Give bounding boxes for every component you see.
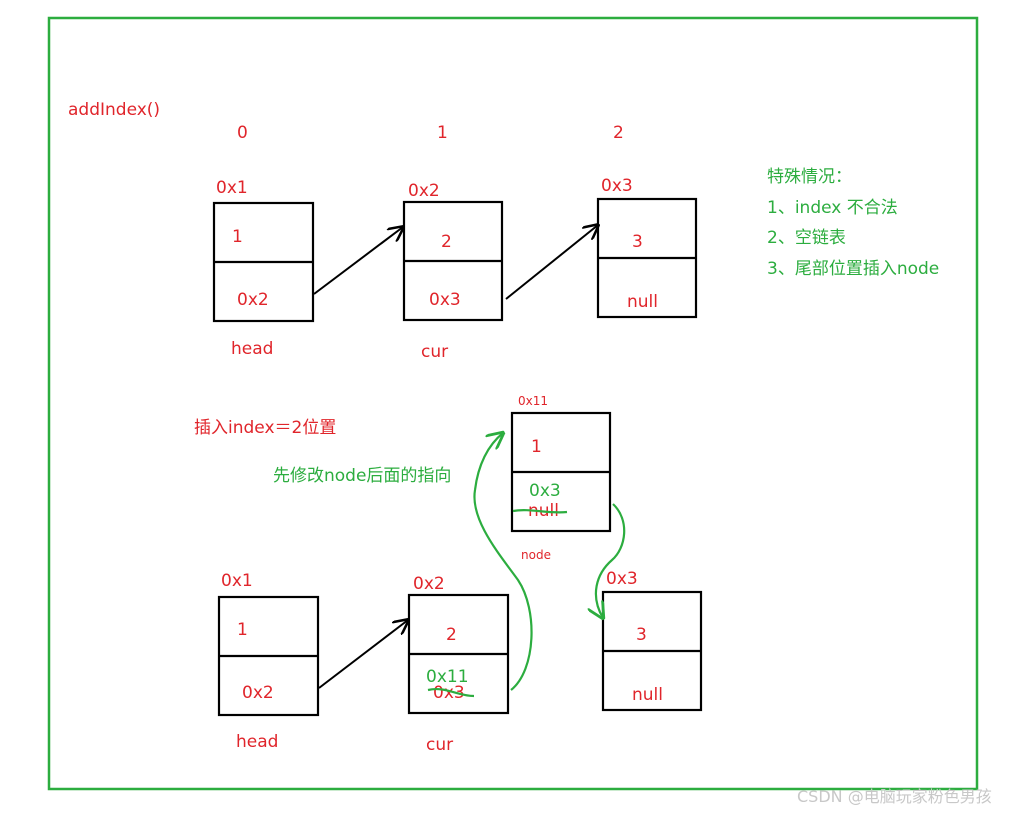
special-item-2: 2、空链表 [767,228,846,248]
bottom-node-3-next: null [632,685,663,705]
bottom-node-3: 0x3 3 null [601,569,703,712]
modify-label: 先修改node后面的指向 [273,466,451,486]
bottom-node-1-addr: 0x1 [221,571,253,591]
top-node-1-val: 1 [232,227,243,247]
top-node-1: 0x1 1 0x2 head [212,178,315,359]
new-node-addr: 0x11 [518,394,548,408]
bottom-node-2: 0x2 2 0x11 0x3 cur [407,574,510,755]
new-node-val: 1 [531,437,542,457]
bottom-node-1-caption: head [236,732,278,752]
top-arrow-1-to-2 [313,227,403,295]
top-node-2-addr: 0x2 [408,181,440,201]
top-node-1-caption: head [231,339,273,359]
bottom-node-2-addr: 0x2 [413,574,445,594]
bottom-node-3-addr: 0x3 [606,569,638,589]
bottom-arrow-1-to-2 [318,620,408,689]
func-label: addIndex() [68,100,160,120]
top-node-3-addr: 0x3 [601,176,633,196]
insert-label: 插入index＝2位置 [194,418,336,438]
new-node-next-new: 0x3 [529,481,561,501]
bottom-node-3-val: 3 [636,625,647,645]
new-node-caption: node [521,548,551,562]
watermark: CSDN @电脑玩家粉色男孩 [797,787,992,806]
bottom-node-2-next-new: 0x11 [426,667,469,687]
index-label-1: 1 [437,123,448,143]
top-node-3: 0x3 3 null [596,176,698,319]
index-label-2: 2 [613,123,624,143]
green-arrow-cur-to-node [473,433,533,691]
bottom-node-1-val: 1 [237,620,248,640]
bottom-node-2-caption: cur [426,735,453,755]
bottom-node-2-val: 2 [446,625,457,645]
bottom-node-1-next: 0x2 [242,683,274,703]
top-node-1-next: 0x2 [237,290,269,310]
green-arrow-node-to-node3 [596,503,626,618]
bottom-node-1: 0x1 1 0x2 head [217,571,320,752]
top-node-3-val: 3 [632,232,643,252]
top-node-2-caption: cur [421,342,448,362]
top-arrow-2-to-3 [505,225,598,300]
top-node-1-addr: 0x1 [216,178,248,198]
bottom-node-2-next-old: 0x3 [433,683,465,703]
top-node-2: 0x2 2 0x3 cur [402,181,504,362]
new-node: 0x11 1 0x3 null node [510,394,612,562]
new-node-strike [512,509,568,514]
top-node-2-val: 2 [441,232,452,252]
special-item-1: 1、index 不合法 [767,198,898,218]
special-cases: 特殊情况： 1、index 不合法 2、空链表 3、尾部位置插入node [767,167,939,279]
index-label-0: 0 [237,123,248,143]
bottom-node-2-strike [427,688,475,698]
top-node-3-next: null [627,292,658,312]
outer-frame [47,16,979,791]
special-item-3: 3、尾部位置插入node [767,259,939,279]
top-node-2-next: 0x3 [429,290,461,310]
special-title: 特殊情况： [767,167,852,187]
